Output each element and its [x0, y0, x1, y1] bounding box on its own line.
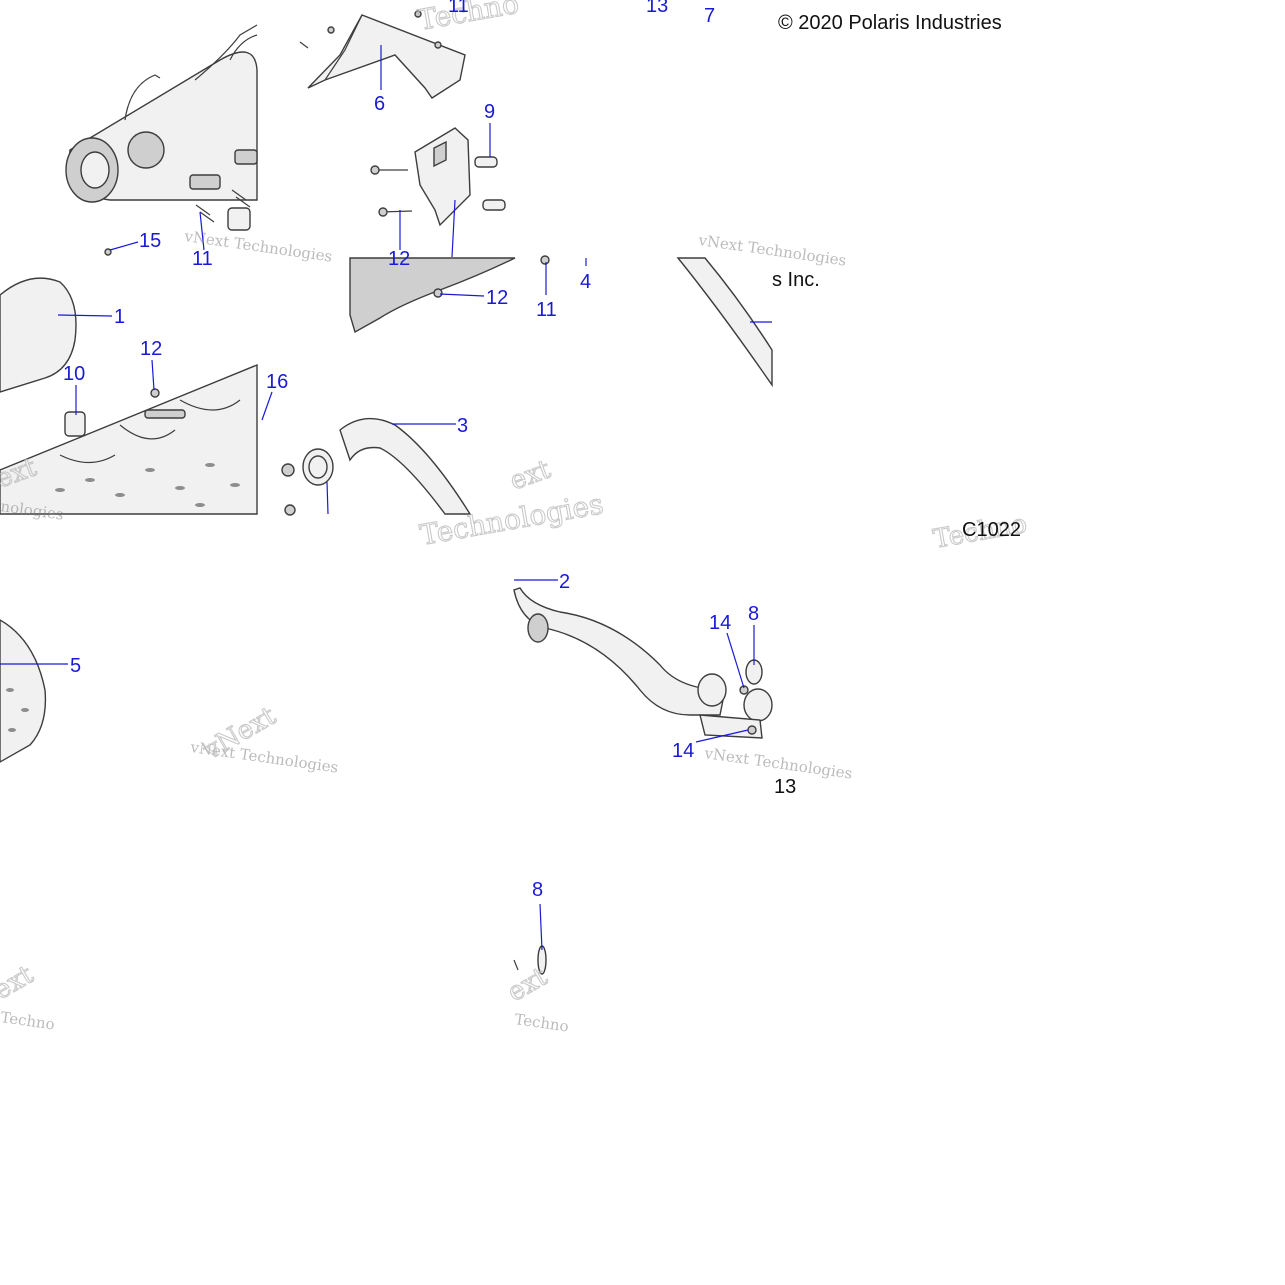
heat-shield-5-illustration [0, 619, 47, 763]
callout-12-left: 12 [140, 338, 162, 360]
callout-12-bracket: 12 [388, 248, 410, 270]
svg-text:ext: ext [506, 454, 555, 496]
callout-14-lower: 14 [672, 740, 694, 762]
svg-text:Techno: Techno [0, 1008, 56, 1033]
callout-6: 6 [374, 93, 385, 115]
callout-11-mid: 11 [536, 299, 557, 321]
callout-5: 5 [70, 655, 81, 677]
callout-11-muffler: 11 [192, 248, 213, 270]
callout-12-mid: 12 [486, 287, 508, 309]
callout-7: 7 [704, 5, 715, 27]
callout-1: 1 [114, 306, 125, 328]
svg-text:vNext Technologies: vNext Technologies [696, 231, 847, 270]
callout-3: 3 [457, 415, 468, 437]
callout-16: 16 [266, 371, 288, 393]
callout-9: 9 [484, 101, 495, 123]
callout-10: 10 [63, 363, 85, 385]
diagram-code: C1022 [962, 519, 1021, 541]
muffler-illustration [65, 24, 258, 256]
heat-shield-6-illustration [299, 10, 466, 99]
copyright-notice: © 2020 Polaris Industries [778, 12, 1002, 34]
mount-bracket-illustration [370, 127, 506, 227]
callout-13-bottom: 13 [774, 776, 796, 798]
pipe-segment-illustration [540, 255, 773, 388]
callout-14-upper: 14 [709, 612, 731, 634]
silencer-body-illustration [0, 277, 258, 515]
head-pipe-3-illustration [281, 257, 516, 516]
copyright-suffix: s Inc. [772, 269, 820, 291]
callout-8-upper: 8 [748, 603, 759, 625]
callout-4: 4 [580, 271, 591, 293]
callout-11-top: 11 [448, 0, 469, 17]
callout-8-lower: 8 [532, 879, 543, 901]
leader-lines [0, 45, 772, 951]
svg-text:ext: ext [0, 960, 39, 1007]
exhaust-pipe-2-illustration [513, 587, 773, 739]
callout-15: 15 [139, 230, 161, 252]
callout-2: 2 [559, 571, 570, 593]
svg-text:Techno: Techno [513, 1010, 569, 1035]
callout-13-top: 13 [646, 0, 668, 17]
callouts: 1 2 3 4 5 6 7 8 8 9 10 11 11 11 12 12 12… [63, 0, 796, 901]
